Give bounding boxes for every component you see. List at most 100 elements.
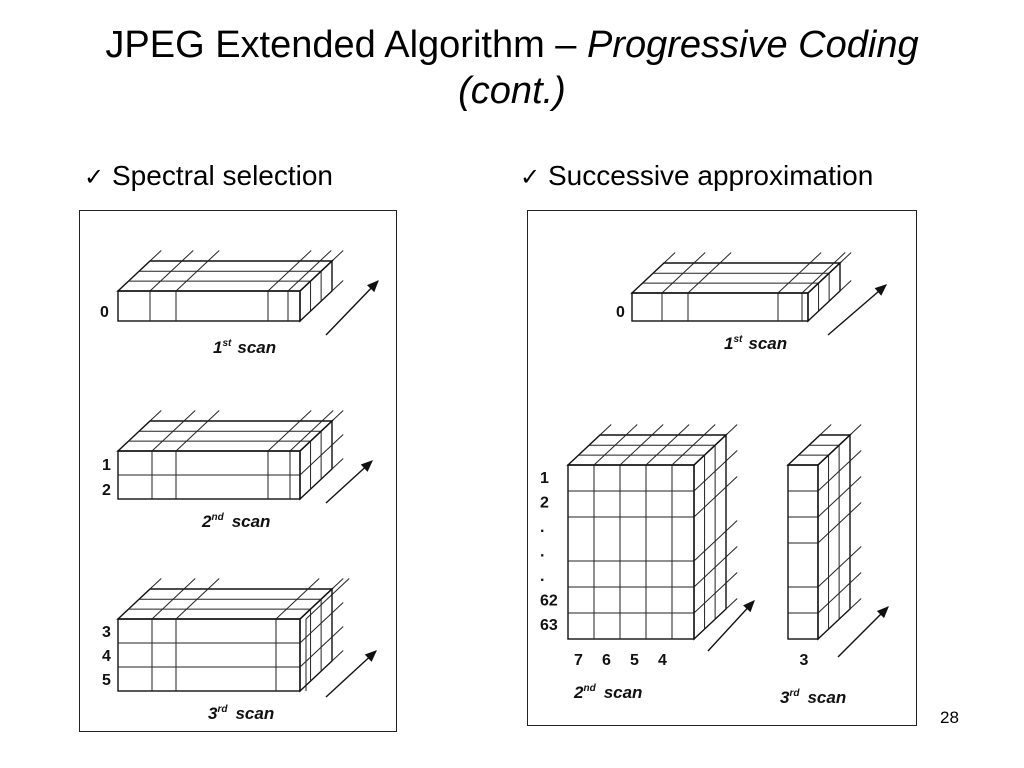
row-label: 4 xyxy=(102,648,111,665)
top-extension-line xyxy=(207,410,220,422)
side-extension-line xyxy=(725,572,738,584)
side-extension-line xyxy=(725,476,738,488)
sa-scan1-row-labels: 0 xyxy=(616,304,625,321)
front-face-outline xyxy=(117,618,301,692)
scan1-top-face xyxy=(116,250,344,292)
top-extension-line xyxy=(663,252,676,264)
side-extension-line xyxy=(849,502,862,514)
scan3-top-face xyxy=(116,578,350,620)
arrow-shaft xyxy=(325,650,377,698)
title-plain: JPEG Extended Algorithm – xyxy=(105,24,587,66)
top-extension-line xyxy=(149,410,162,422)
row-label: 2 xyxy=(540,495,549,512)
top-column-line xyxy=(175,588,209,620)
side-row-line xyxy=(299,636,333,668)
top-column-line xyxy=(619,434,653,466)
top-face-outline xyxy=(786,434,852,466)
scan2-row-labels: 12 xyxy=(102,457,111,499)
sa-scan3-side-face xyxy=(817,433,862,641)
side-row-line xyxy=(299,444,333,476)
front-face-outline xyxy=(117,290,301,322)
arrow-icon xyxy=(827,284,887,336)
scan3-row-labels: 345 xyxy=(102,624,111,689)
top-extension-line xyxy=(819,424,832,436)
side-row-line xyxy=(817,486,851,518)
front-face-outline xyxy=(631,292,809,322)
side-extension-line xyxy=(849,598,862,610)
side-face-outline xyxy=(299,587,333,693)
scan1-front-face xyxy=(117,290,301,322)
top-column-line xyxy=(593,434,627,466)
row-label: 3 xyxy=(800,652,809,669)
top-extension-line xyxy=(331,410,344,422)
arrow-icon xyxy=(837,606,889,658)
sa-scan3-bit-labels: 3 xyxy=(800,652,809,669)
top-face-outline xyxy=(116,420,334,452)
scan1-side-face xyxy=(299,259,344,323)
arrow-icon xyxy=(707,600,755,652)
sa-scan2-top-face xyxy=(566,424,738,466)
bullet-label-left: Spectral selection xyxy=(112,160,334,191)
top-extension-line xyxy=(183,578,196,590)
top-extension-line xyxy=(725,424,738,436)
arrow-head xyxy=(876,606,889,619)
row-label: . xyxy=(540,568,544,585)
row-label: . xyxy=(540,544,544,561)
top-face-outline xyxy=(116,260,334,292)
top-column-line xyxy=(801,262,835,294)
top-column-line xyxy=(645,434,679,466)
side-row-line xyxy=(817,512,851,544)
side-row-line xyxy=(693,460,727,492)
row-label: 2 xyxy=(102,482,111,499)
top-column-line xyxy=(151,588,185,620)
side-extension-line xyxy=(331,434,344,446)
row-label: 63 xyxy=(540,617,558,634)
bullet-spectral-selection: ✓Spectral selection xyxy=(84,158,333,196)
top-extension-line xyxy=(183,410,196,422)
arrow-head xyxy=(360,460,373,472)
top-column-line xyxy=(175,260,209,292)
slide-number: 28 xyxy=(940,708,959,727)
title-italic-2: (cont.) xyxy=(458,70,566,112)
top-extension-line xyxy=(149,578,162,590)
row-label: 0 xyxy=(616,304,625,321)
top-column-line xyxy=(661,262,695,294)
title-italic-1: Progressive Coding xyxy=(586,24,919,66)
side-extension-line xyxy=(725,450,738,462)
arrow-icon xyxy=(325,650,377,698)
side-extension-line xyxy=(849,546,862,558)
scan1-row-labels: 0 xyxy=(100,304,109,321)
side-extension-line xyxy=(849,476,862,488)
side-extension-line xyxy=(725,598,738,610)
side-extension-line xyxy=(839,280,852,292)
top-extension-line xyxy=(331,578,344,590)
side-extension-line xyxy=(849,572,862,584)
top-column-line xyxy=(151,420,185,452)
scan2-front-face xyxy=(117,450,301,500)
check-icon: ✓ xyxy=(520,164,541,191)
side-row-line xyxy=(693,486,727,518)
top-column-line xyxy=(687,262,721,294)
row-label: 6 xyxy=(602,652,611,669)
scan3-side-face xyxy=(299,587,344,693)
sa-scan3-front-face xyxy=(787,464,819,640)
top-extension-line xyxy=(849,424,862,436)
side-row-line xyxy=(817,460,851,492)
side-extension-line xyxy=(849,450,862,462)
arrow-head xyxy=(743,600,755,613)
top-extension-line xyxy=(833,252,846,264)
top-extension-line xyxy=(331,250,344,262)
top-extension-line xyxy=(625,424,638,436)
